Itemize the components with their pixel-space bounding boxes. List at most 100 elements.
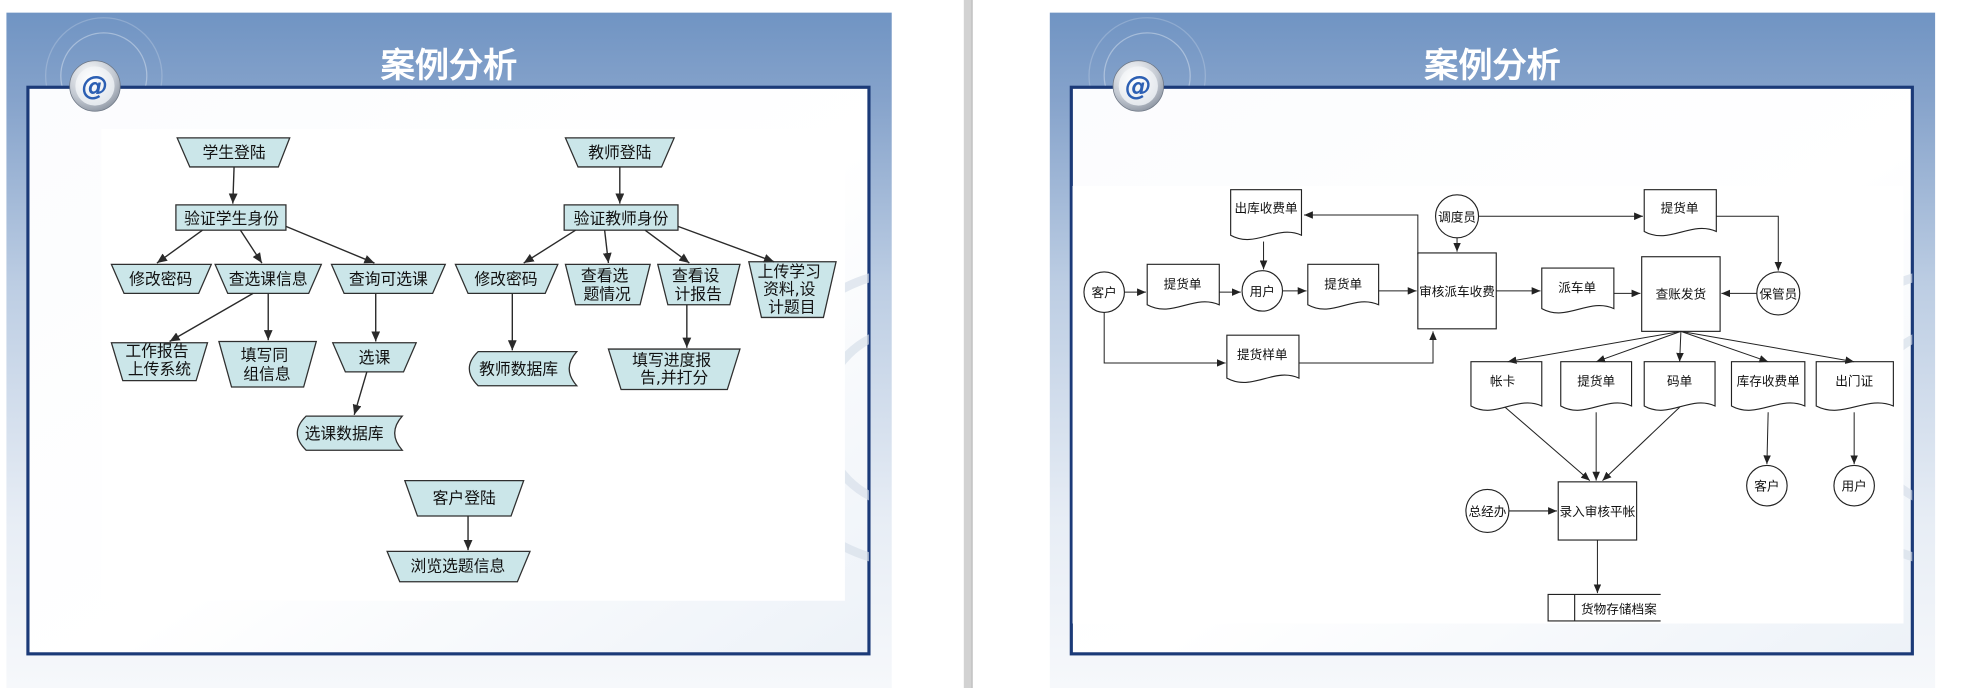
slide-1[interactable]: 案例分析 @ 学生登陆 验证学生身份 修改密码 查选课信息 (6, 12, 1056, 688)
slide-title: 案例分析 (381, 46, 518, 86)
node-shape (1557, 481, 1638, 541)
slide-title: 案例分析 (1424, 46, 1561, 86)
arrow-pickup-note-3-to-keeper (1716, 215, 1783, 271)
node-label: 提货单 (1577, 374, 1615, 389)
node-shape (110, 263, 213, 295)
node-shape (176, 137, 291, 168)
node-shape (403, 479, 525, 517)
node-shape (1643, 361, 1716, 411)
node-shape (331, 342, 418, 373)
node-label: 保管员 (1759, 286, 1797, 301)
node-label-line: 查看选 (581, 266, 629, 285)
slide-2[interactable]: 案例分析 @ 客户 提货单 用户 出库收费单 (1049, 12, 1982, 688)
node-teacher-login: 教师登陆 (564, 137, 676, 168)
node-view-design-report: 查看设 计报告 (656, 263, 741, 306)
node-label: 客户登陆 (433, 488, 496, 507)
node-shape (607, 348, 741, 391)
node-teacher-database: 教师数据库 (468, 350, 579, 387)
node-label: 录入审核平帐 (1560, 504, 1636, 519)
node-label-line: 填写进度报 (632, 351, 711, 370)
node-course-database: 选课数据库 (296, 415, 404, 451)
arrow-student-login-to-verify (228, 166, 238, 204)
arrow-select-course-to-database (352, 371, 368, 416)
node-label: 派车单 (1558, 280, 1596, 295)
arrow-customer-to-pickup-sample (1103, 312, 1226, 367)
node-label: 码单 (1667, 374, 1692, 389)
arrow-course-info-to-work-report (169, 292, 254, 343)
node-browse-topics: 浏览选题信息 (386, 550, 531, 583)
node-shape (175, 204, 287, 231)
flowchart-nodes: 学生登陆 验证学生身份 修改密码 查选课信息 查询可选课 工作报告 (110, 137, 837, 583)
arrow-verify-teacher-to-design-report (644, 229, 690, 264)
node-query-course-info: 查选课信息 (214, 263, 323, 295)
node-label-line: 组信息 (243, 364, 290, 383)
node-shape (564, 263, 651, 306)
node-entry-audit-balance: 录入审核平帐 (1557, 481, 1638, 541)
node-verify-teacher: 验证教师身份 (563, 204, 679, 231)
node-label: 填写进度报 告,并打分 (632, 351, 716, 388)
node-label: 修改密码 (474, 270, 537, 289)
node-pickup-note-2: 提货单 (1307, 263, 1380, 310)
node-label: 学生登陆 (202, 143, 265, 162)
node-shape (1746, 464, 1788, 507)
node-customer-2: 客户 (1746, 464, 1788, 507)
node-label-line: 查看设 (672, 266, 720, 285)
arrow-verify-to-query-available (285, 225, 375, 264)
icon-glyph: @ (82, 71, 109, 102)
node-shape (218, 340, 318, 388)
node-label: 填写同 组信息 (241, 345, 293, 383)
arrow-account-card-to-entry (1504, 406, 1591, 481)
node-label: 查账发货 (1656, 286, 1706, 301)
arrow-check-ship-to-account-card (1507, 330, 1681, 364)
node-user-2: 用户 (1833, 464, 1875, 507)
flowchart-arrows (156, 166, 775, 551)
node-label: 货物存储档案 (1581, 601, 1657, 616)
node-pickup-note-3: 提货单 (1643, 189, 1717, 237)
node-label-line: 计报告 (675, 285, 722, 304)
node-label-line: 上传系统 (128, 359, 191, 378)
node-user: 用户 (1241, 270, 1284, 312)
node-label: 提货单 (1661, 200, 1699, 215)
node-label: 选课 (359, 348, 391, 367)
node-shape (656, 263, 741, 306)
node-shape (1226, 334, 1300, 383)
node-label-line: 资料,设 (763, 280, 816, 299)
node-label: 调度员 (1438, 209, 1476, 224)
node-shape (1730, 361, 1806, 411)
node-outbound-fee-note: 出库收费单 (1230, 189, 1303, 241)
arrow-audit-to-outbound-fee-note (1304, 211, 1419, 255)
node-label: 库存收费单 (1737, 374, 1800, 389)
icon-face (1118, 66, 1158, 106)
node-label: 查询可选课 (349, 270, 428, 289)
node-label: 浏览选题信息 (411, 557, 506, 576)
node-pickup-sample-note: 提货样单 (1226, 334, 1300, 383)
node-shape (214, 263, 323, 295)
node-shape (110, 342, 209, 382)
node-label: 出库收费单 (1235, 200, 1298, 215)
node-shape (1541, 267, 1615, 314)
arrow-pickup-sample-to-audit (1298, 331, 1437, 364)
node-shape (564, 137, 676, 168)
node-shape (563, 204, 679, 231)
node-shape (1241, 270, 1284, 312)
flowchart-nodes: 客户 提货单 用户 出库收费单 提货单 提货样单 (1083, 189, 1894, 622)
node-label-line: 上传学习 (758, 262, 821, 281)
node-customer-login: 客户登陆 (403, 479, 525, 517)
node-label: 教师数据库 (479, 359, 558, 378)
node-code-note: 码单 (1643, 361, 1716, 411)
node-label: 客户 (1754, 479, 1779, 494)
arrow-check-ship-to-code-note (1676, 331, 1684, 362)
node-label: 教师登陆 (588, 143, 651, 162)
node-shape (1146, 263, 1220, 310)
node-label: 客户 (1092, 285, 1117, 300)
node-label: 帐卡 (1490, 374, 1515, 389)
node-query-available-courses: 查询可选课 (330, 263, 447, 295)
node-view-topic-status: 查看选 题情况 (564, 263, 651, 306)
at-sign-icon: @ (1112, 60, 1165, 112)
arrow-verify-teacher-to-topic-status (602, 230, 612, 264)
node-dispatch-note: 派车单 (1541, 267, 1615, 314)
node-shape (454, 263, 559, 295)
node-shape (1641, 256, 1721, 332)
node-goods-storage-archive: 货物存储档案 (1547, 593, 1661, 622)
